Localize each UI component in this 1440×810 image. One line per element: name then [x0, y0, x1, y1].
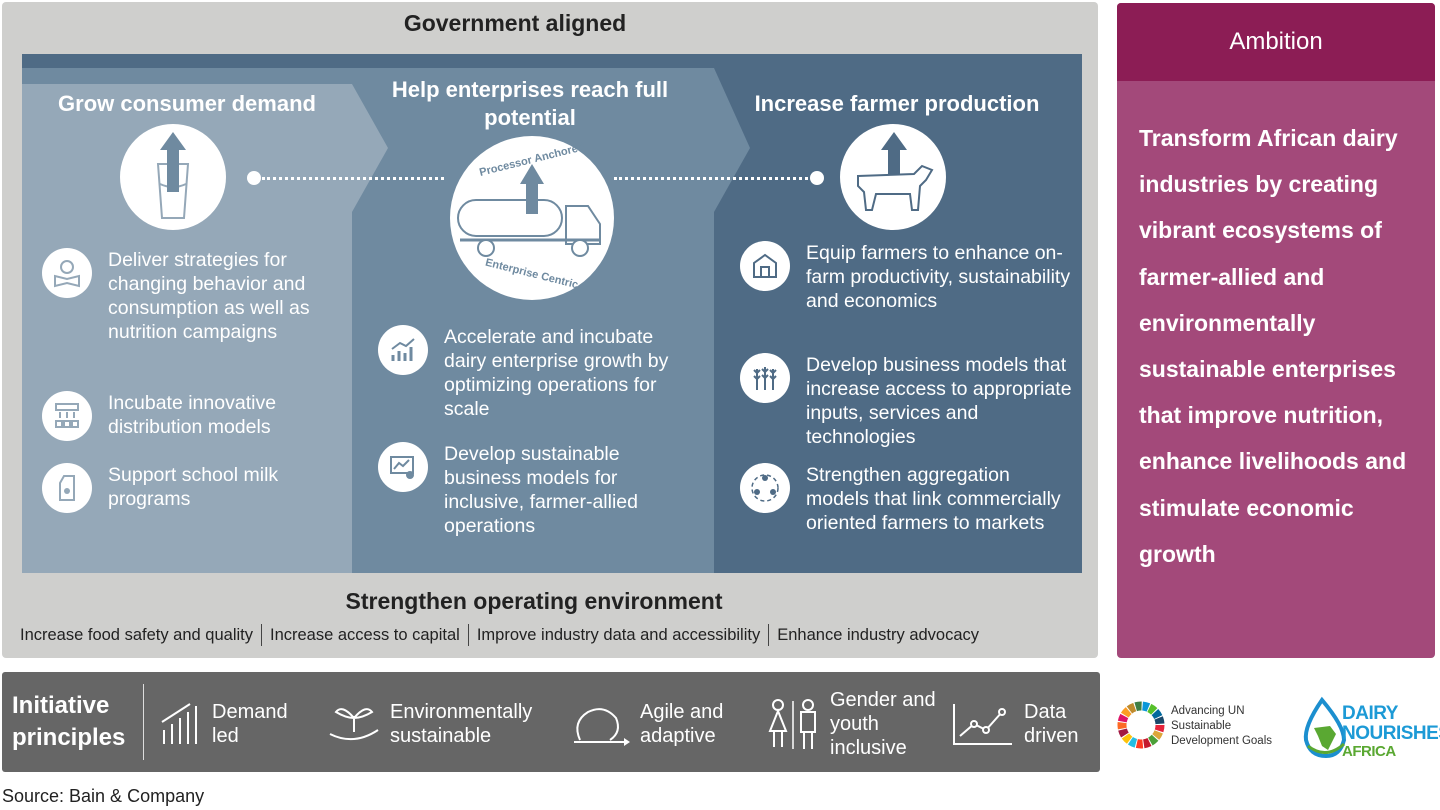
list-item: Strengthen aggregation models that link …	[740, 463, 1075, 535]
line-chart-icon	[953, 704, 1012, 745]
distribution-icon	[42, 391, 92, 441]
list-item: Incubate innovative distribution models	[42, 391, 342, 441]
principle-item: Data driven	[952, 700, 1094, 748]
env-item: Improve industry data and accessibility	[469, 624, 770, 646]
list-item: Develop business models that increase ac…	[740, 353, 1075, 449]
connector-line	[614, 177, 814, 180]
ambition-title: Ambition	[1117, 3, 1435, 81]
group-people-icon	[740, 463, 790, 513]
farm-barn-icon	[740, 241, 790, 291]
reading-person-icon	[42, 248, 92, 298]
connector-dot	[247, 171, 261, 185]
header-title: Government aligned	[403, 10, 627, 36]
list-item: Equip farmers to enhance on-farm product…	[740, 241, 1075, 313]
principle-item: Environmentally sustainable	[328, 700, 560, 748]
crops-icon	[740, 353, 790, 403]
list-item: Develop sustainable business models for …	[378, 442, 698, 538]
business-model-icon	[378, 442, 428, 492]
pillar-title: Increase farmer production	[754, 91, 1040, 116]
pillar-title: Help enterprises reach full potential	[391, 77, 669, 130]
list-item: Accelerate and incubate dairy enterprise…	[378, 325, 698, 421]
dairy-nourishes-africa-logo: DAIRY NOURISHES AFRICA	[1300, 696, 1440, 765]
ambition-panel: Ambition Transform African dairy industr…	[1117, 3, 1435, 658]
initiative-principles-bar: Initiative principles Demand led Environ…	[2, 672, 1100, 772]
env-item: Increase access to capital	[262, 624, 469, 646]
operating-environment-title: Strengthen operating environment	[345, 588, 723, 614]
operating-environment-items: Increase food safety and quality Increas…	[12, 624, 987, 646]
sdg-wheel-icon	[1116, 700, 1166, 755]
connector-line	[262, 177, 444, 180]
principle-item: Demand led	[160, 700, 302, 748]
principles-title: Initiative principles	[12, 692, 126, 751]
cycle-arrow-icon	[574, 708, 630, 746]
logo-line: DAIRY	[1342, 703, 1398, 724]
milk-truck-icon: Processor Anchored Enterprise Centric	[450, 136, 614, 300]
bar-growth-icon	[161, 703, 197, 744]
divider	[143, 684, 144, 760]
logo-line: AFRICA	[1342, 743, 1396, 760]
ambition-text: Transform African dairy industries by cr…	[1139, 125, 1407, 567]
env-item: Enhance industry advocacy	[777, 626, 980, 644]
logo-line: NOURISHES	[1342, 723, 1440, 744]
cow-arrow-icon	[840, 124, 946, 230]
source-note: Source: Bain & Company	[2, 786, 205, 806]
milk-carton-icon	[42, 463, 92, 513]
list-item: Support school milk programs	[42, 463, 342, 513]
gender-icon	[768, 699, 816, 749]
list-item: Deliver strategies for changing behavior…	[42, 248, 342, 344]
principle-item: Gender and youth inclusive	[766, 688, 940, 760]
principle-item: Agile and adaptive	[570, 700, 750, 748]
growth-chart-icon	[378, 325, 428, 375]
pillar-left-bg	[22, 84, 388, 573]
env-item: Increase food safety and quality	[12, 624, 262, 646]
plant-hand-icon	[329, 708, 379, 741]
pillar-title: Grow consumer demand	[58, 91, 316, 116]
connector-dot	[810, 171, 824, 185]
sdg-text: Advancing UN Sustainable Development Goa…	[1171, 705, 1272, 747]
milk-glass-arrow-icon	[120, 124, 226, 230]
